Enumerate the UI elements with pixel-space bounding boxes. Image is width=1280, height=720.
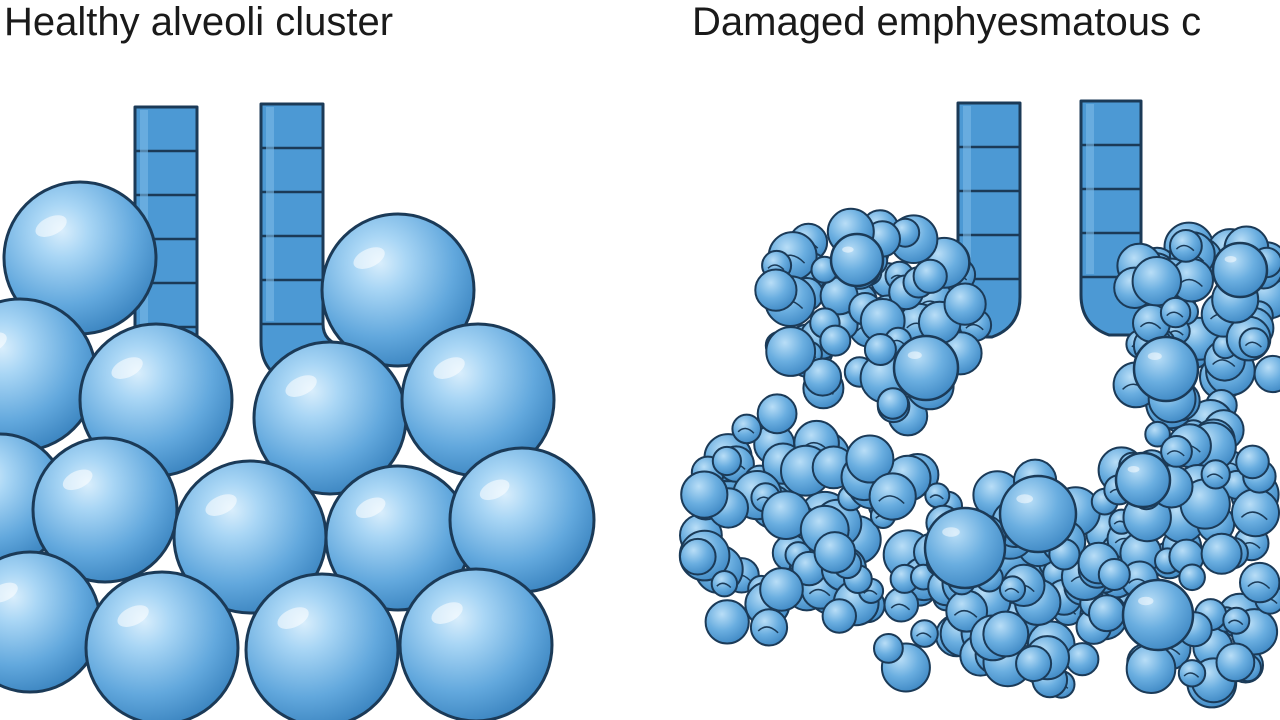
damaged-alveolus-icon xyxy=(998,575,1027,603)
damaged-alveolus-icon xyxy=(998,474,1078,554)
damaged-alveolus-icon xyxy=(759,567,804,612)
damaged-alveolus-icon xyxy=(679,537,717,576)
damaged-alveolus-icon xyxy=(1125,643,1177,695)
bronchiole-tube-left-2 xyxy=(259,102,345,384)
damaged-alveolus-icon xyxy=(1211,241,1269,299)
healthy-alveolus-icon xyxy=(84,570,240,720)
damaged-alveolus-icon xyxy=(1231,488,1280,538)
damaged-alveolus-icon xyxy=(1169,229,1203,263)
damaged-alveolus-icon xyxy=(756,393,798,435)
healthy-alveolus-icon xyxy=(324,464,472,612)
damaged-alveolus-icon xyxy=(1088,594,1126,633)
healthy-alveoli-cluster xyxy=(0,180,596,720)
damaged-alveolus-icon xyxy=(803,357,843,397)
damaged-alveolus-icon xyxy=(1159,296,1192,329)
damaged-alveolus-icon xyxy=(1015,645,1053,683)
damaged-alveolus-icon xyxy=(1200,459,1231,490)
damaged-alveolus-icon xyxy=(1239,561,1280,604)
damaged-alveolus-icon xyxy=(704,599,750,645)
healthy-alveolus-icon xyxy=(244,572,400,720)
healthy-alveoli-panel xyxy=(0,102,596,720)
damaged-alveolus-icon xyxy=(868,472,917,521)
damaged-alveolus-icon xyxy=(910,619,939,648)
damaged-alveolus-icon xyxy=(923,506,1007,590)
damaged-alveolus-icon xyxy=(813,531,857,574)
damaged-alveolus-icon xyxy=(731,413,763,445)
damaged-alveolus-icon xyxy=(982,610,1030,658)
damaged-alveolus-icon xyxy=(892,334,960,402)
damaged-alveolus-icon xyxy=(680,470,729,519)
damaged-alveolus-icon xyxy=(821,598,857,634)
damaged-alveolus-icon xyxy=(1131,256,1183,307)
healthy-alveolus-icon xyxy=(400,322,556,478)
damaged-alveolus-icon xyxy=(1097,558,1131,591)
damaged-alveolus-icon xyxy=(1065,642,1100,677)
damaged-alveoli-cluster xyxy=(678,207,1280,709)
damaged-alveolus-icon xyxy=(749,608,789,647)
damaged-alveolus-icon xyxy=(845,434,895,484)
damaged-alveolus-icon xyxy=(1177,659,1207,688)
damaged-alveolus-icon xyxy=(943,282,987,326)
healthy-alveolus-icon xyxy=(0,550,102,694)
damaged-alveolus-icon xyxy=(1144,420,1171,448)
damaged-alveolus-icon xyxy=(912,258,948,294)
damaged-alveolus-icon xyxy=(765,326,817,377)
damaged-alveolus-icon xyxy=(829,232,885,288)
damaged-alveolus-icon xyxy=(1215,642,1256,683)
damaged-alveolus-icon xyxy=(876,387,910,420)
damaged-alveolus-icon xyxy=(754,268,798,312)
damaged-alveolus-icon xyxy=(710,570,739,598)
damaged-alveolus-icon xyxy=(1200,532,1243,575)
healthy-alveolus-icon xyxy=(320,212,476,368)
damaged-alveolus-icon xyxy=(819,324,852,357)
healthy-panel-title: Healthy alveoli cluster xyxy=(4,0,394,44)
damaged-alveolus-icon xyxy=(863,333,897,366)
damaged-alveolus-icon xyxy=(1222,606,1251,635)
damaged-alveolus-icon xyxy=(1235,444,1270,480)
damaged-alveolus-icon xyxy=(1238,327,1270,359)
damaged-alveoli-panel xyxy=(678,99,1280,709)
damaged-alveolus-icon xyxy=(1253,354,1280,394)
damaged-alveolus-icon xyxy=(1178,563,1206,592)
damaged-alveolus-icon xyxy=(1132,335,1200,403)
damaged-alveolus-icon xyxy=(1160,435,1193,468)
damaged-alveolus-icon xyxy=(1121,578,1195,652)
healthy-alveolus-icon xyxy=(398,567,554,720)
damaged-panel-title: Damaged emphyesmatous c xyxy=(692,0,1202,44)
healthy-alveolus-icon xyxy=(31,436,179,584)
damaged-alveolus-icon xyxy=(1114,451,1172,509)
damaged-alveolus-icon xyxy=(711,445,743,477)
damaged-alveolus-icon xyxy=(873,633,904,664)
